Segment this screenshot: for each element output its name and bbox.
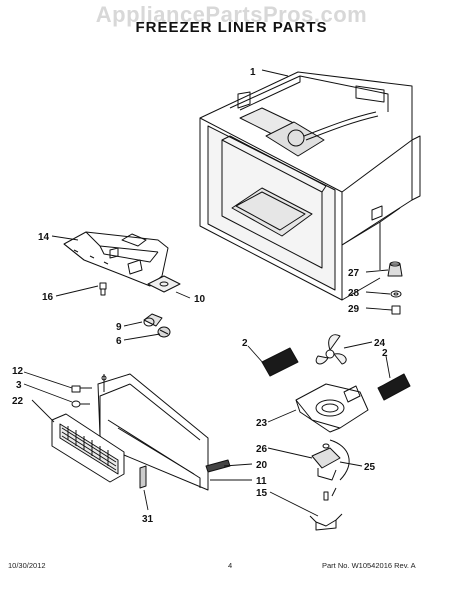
footer-date: 10/30/2012 <box>8 561 46 570</box>
foam-pad-part-10 <box>147 275 181 293</box>
callout-16: 16 <box>42 292 54 303</box>
footer-part-number: Part No. W10542016 Rev. A <box>322 561 416 570</box>
callout-24: 24 <box>374 338 386 349</box>
washer-part-28 <box>390 290 402 298</box>
callout-23: 23 <box>256 418 268 429</box>
lamp-socket-part-9 <box>143 313 163 327</box>
screw-part-16 <box>99 282 107 296</box>
tape-part-2-right <box>377 373 411 401</box>
motor-bracket-part-15 <box>309 491 343 531</box>
page-title: FREEZER LINER PARTS <box>135 19 328 36</box>
callout-2-left: 2 <box>242 338 248 349</box>
motor-mount-part-25 <box>329 439 350 497</box>
callout-27: 27 <box>348 268 360 279</box>
watermark: AppliancePartsPros.com <box>95 2 368 27</box>
footer-page-number: 4 <box>228 561 233 570</box>
clip-part-31 <box>139 465 147 489</box>
callout-15: 15 <box>256 488 268 499</box>
callout-20: 20 <box>256 460 268 471</box>
leader-lines <box>23 69 393 517</box>
grille-part-22 <box>51 413 125 483</box>
callout-22: 22 <box>12 396 24 407</box>
callout-14: 14 <box>38 232 50 243</box>
callout-3: 3 <box>16 380 22 391</box>
bracket-part-14 <box>63 231 169 287</box>
callout-10: 10 <box>194 294 206 305</box>
callout-12: 12 <box>12 366 24 377</box>
freezer-liner-part <box>199 71 421 301</box>
fan-motor-part-26 <box>311 443 341 481</box>
callout-25: 25 <box>364 462 376 473</box>
screw-part-12 <box>71 385 92 393</box>
callout-29: 29 <box>348 304 360 315</box>
callout-26: 26 <box>256 444 268 455</box>
callout-11: 11 <box>256 476 267 487</box>
screw-part-3 <box>71 400 90 408</box>
callout-1: 1 <box>250 67 256 78</box>
nut-part-29 <box>391 305 401 315</box>
callout-9: 9 <box>116 322 122 333</box>
callout-31: 31 <box>142 514 154 525</box>
grommet-part-27 <box>387 261 403 277</box>
fan-blade-part-24 <box>315 334 347 365</box>
fan-housing-part-23 <box>295 383 369 433</box>
callout-28: 28 <box>348 288 360 299</box>
callout-6: 6 <box>116 336 122 347</box>
lamp-bulb-part-6 <box>157 326 171 338</box>
tape-part-2-left <box>261 347 299 377</box>
callout-2-right: 2 <box>382 348 388 359</box>
